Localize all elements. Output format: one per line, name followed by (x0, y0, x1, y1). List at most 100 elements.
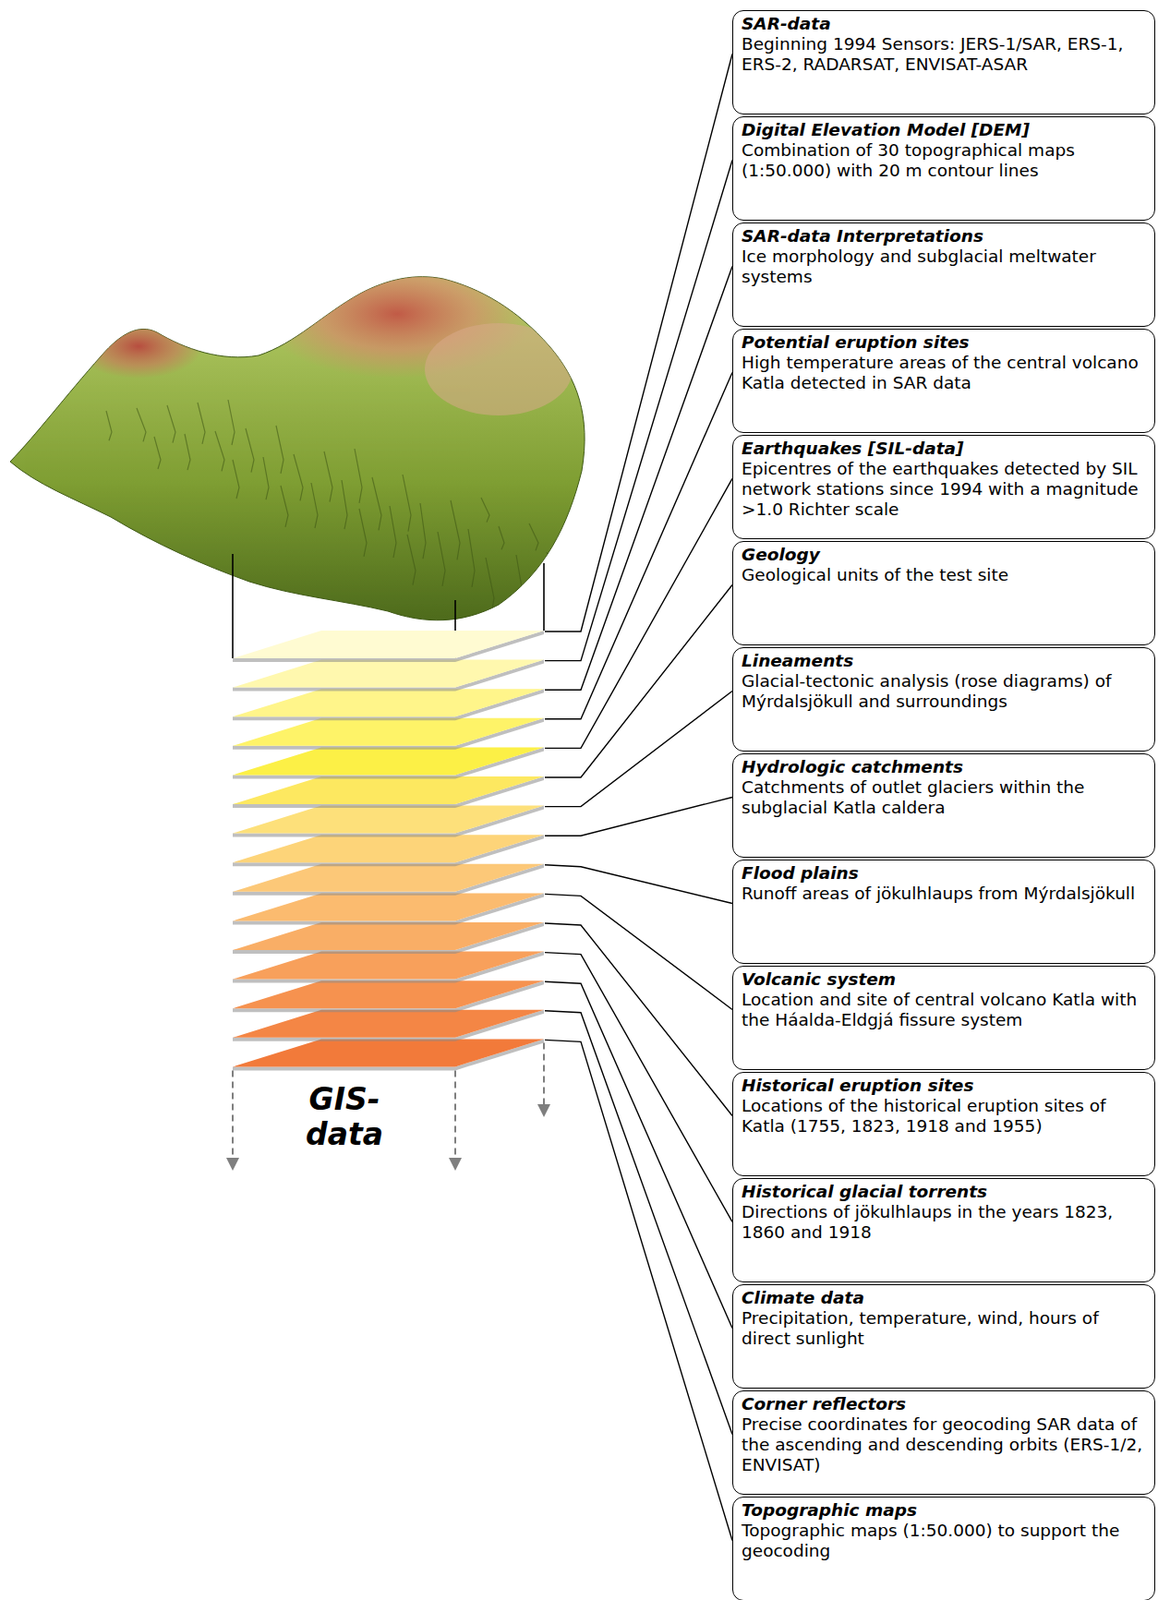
leader-line (544, 893, 733, 1010)
terrain-ridge (245, 428, 254, 473)
terrain-ridge (359, 508, 367, 557)
layer-description: Epicentres of the earthquakes detected b… (741, 458, 1147, 520)
layer-description: Precipitation, temperature, wind, hours … (741, 1308, 1147, 1350)
layer-box: Digital Elevation Model [DEM]Combination… (732, 116, 1156, 221)
layer-shadow (232, 718, 544, 750)
layer-description: Ice morphology and subglacial meltwater … (741, 246, 1147, 288)
layer-shadow (232, 660, 544, 692)
terrain-ridge (88, 603, 97, 636)
terrain-ridge (180, 595, 186, 639)
layer-box: Climate dataPrecipitation, temperature, … (732, 1284, 1156, 1389)
layer-title: Lineaments (741, 651, 1147, 672)
layer-box: GeologyGeological units of the test site (732, 541, 1156, 646)
layer-box: Earthquakes [SIL-data]Epicentres of the … (732, 434, 1156, 540)
terrain-ridge (280, 485, 289, 528)
terrain-ridge (119, 601, 127, 637)
layer-description: Locations of the historical eruption sit… (741, 1096, 1147, 1137)
layer-box: Flood plainsRunoff areas of jökulhlaups … (732, 859, 1156, 965)
terrain-ridge (215, 431, 225, 471)
layer-box: Historical eruption sitesLocations of th… (732, 1072, 1156, 1177)
arrow-head (537, 1104, 551, 1118)
layer-shadow (232, 776, 544, 809)
terrain-ridge (354, 448, 362, 504)
layer-title: Volcanic system (741, 969, 1147, 990)
terrain-ridge (58, 606, 68, 634)
leader-line (544, 1039, 733, 1541)
stack-label: GIS- data (293, 1082, 396, 1153)
layer-shadow (232, 630, 544, 663)
terrain-ridge (468, 529, 475, 588)
terrain-ridge (498, 526, 505, 550)
layer-shadow (232, 1010, 544, 1042)
terrain-ridge (276, 425, 284, 474)
gis-layer (232, 660, 544, 688)
dashed-arrow (231, 1070, 234, 1160)
layer-title: Climate data (741, 1288, 1147, 1309)
terrain-ridge (136, 408, 146, 442)
leader-line (544, 865, 733, 905)
terrain-ridge (485, 557, 495, 616)
terrain-ridge (402, 474, 411, 532)
layer-description: Topographic maps (1:50.000) to support t… (741, 1520, 1147, 1562)
terrain-ridge (546, 552, 554, 579)
gis-layer (232, 806, 544, 834)
layer-shadow (232, 747, 544, 779)
gis-layer (232, 630, 544, 659)
layer-description: Directions of jökulhlaups in the years 1… (741, 1202, 1147, 1243)
leader-line (544, 796, 733, 836)
layer-box: Potential eruption sitesHigh temperature… (732, 328, 1156, 434)
layer-title: Potential eruption sites (741, 332, 1147, 353)
terrain-ridge (389, 506, 397, 558)
terrain-ridge (293, 454, 303, 501)
gis-layer (232, 952, 544, 980)
terrain-model (10, 249, 585, 643)
layer-box: Historical glacial torrentsDirections of… (732, 1178, 1156, 1283)
terrain-ridge (529, 523, 539, 551)
layer-shadow (232, 688, 544, 721)
gis-layer (232, 892, 544, 921)
leader-line (544, 923, 733, 1116)
terrain-ridge (564, 580, 573, 606)
layer-shadow (232, 892, 544, 925)
layer-box: Volcanic systemLocation and site of cent… (732, 965, 1156, 1071)
layer-box: Corner reflectorsPrecise coordinates for… (732, 1390, 1156, 1496)
gis-layer (232, 1038, 544, 1067)
layer-title: Historical glacial torrents (741, 1182, 1147, 1203)
layer-description: Precise coordinates for geocoding SAR da… (741, 1414, 1147, 1476)
layer-description: Runoff areas of jökulhlaups from Mýrdals… (741, 883, 1147, 905)
leader-line (544, 981, 733, 1328)
leader-line (544, 372, 733, 719)
layer-title: Digital Elevation Model [DEM] (741, 120, 1147, 141)
layer-description: Location and site of central volcano Kat… (741, 989, 1147, 1031)
terrain-ridge (197, 402, 206, 445)
leader-line (544, 1011, 733, 1436)
projection-line (231, 554, 234, 659)
terrain-ridge (437, 531, 446, 587)
terrain-ridge (372, 477, 382, 531)
terrain-ridge (407, 534, 416, 586)
layer-box: Hydrologic catchmentsCatchments of outle… (732, 753, 1156, 858)
terrain-ridge (420, 503, 426, 559)
terrain-ridge (53, 546, 63, 580)
terrain-ridge (311, 482, 318, 529)
layer-title: Flood plains (741, 863, 1147, 884)
layer-box: SAR-data InterpretationsIce morphology a… (732, 222, 1156, 327)
gis-layer (232, 980, 544, 1009)
layer-title: SAR-data Interpretations (741, 226, 1147, 247)
leader-line (544, 478, 733, 748)
layer-title: Geology (741, 544, 1147, 566)
layer-description: High temperature areas of the central vo… (741, 352, 1147, 394)
layer-stack (232, 630, 544, 1071)
gis-layer (232, 688, 544, 717)
gis-layer (232, 718, 544, 747)
terrain-ridge (154, 436, 161, 470)
layer-shadow (232, 980, 544, 1013)
terrain-ridge (577, 549, 583, 579)
layer-description: Geological units of the test site (741, 565, 1147, 586)
gis-layer (232, 864, 544, 893)
terrain-ridge (481, 497, 490, 523)
terrain-ridge (167, 405, 176, 444)
gis-layer (232, 834, 544, 863)
layer-shadow (232, 864, 544, 896)
layer-title: Corner reflectors (741, 1394, 1147, 1415)
